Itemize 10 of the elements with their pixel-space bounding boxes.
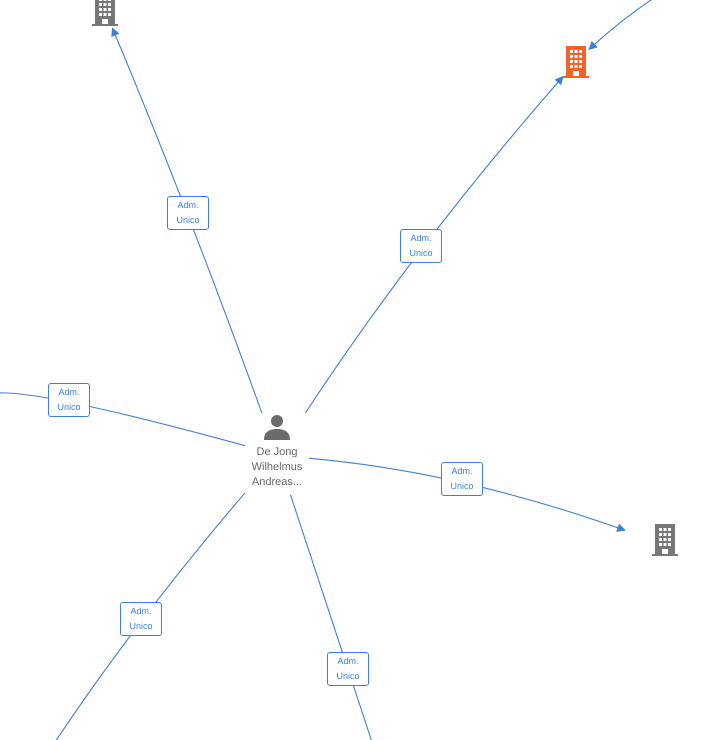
edge-label: Adm. Unico [48, 383, 90, 417]
connector-arrow [588, 0, 654, 50]
edge-label: Adm. Unico [167, 196, 209, 230]
person-name: De Jong Wilhelmus Andreas... [250, 445, 304, 490]
connector-arrow [111, 27, 262, 414]
edge-label: Adm. Unico [400, 229, 442, 263]
edge-label: Adm. Unico [327, 652, 369, 686]
connector-arrow [304, 76, 564, 414]
edge-label: Adm. Unico [120, 602, 162, 636]
edge-label: Adm. Unico [441, 462, 483, 496]
